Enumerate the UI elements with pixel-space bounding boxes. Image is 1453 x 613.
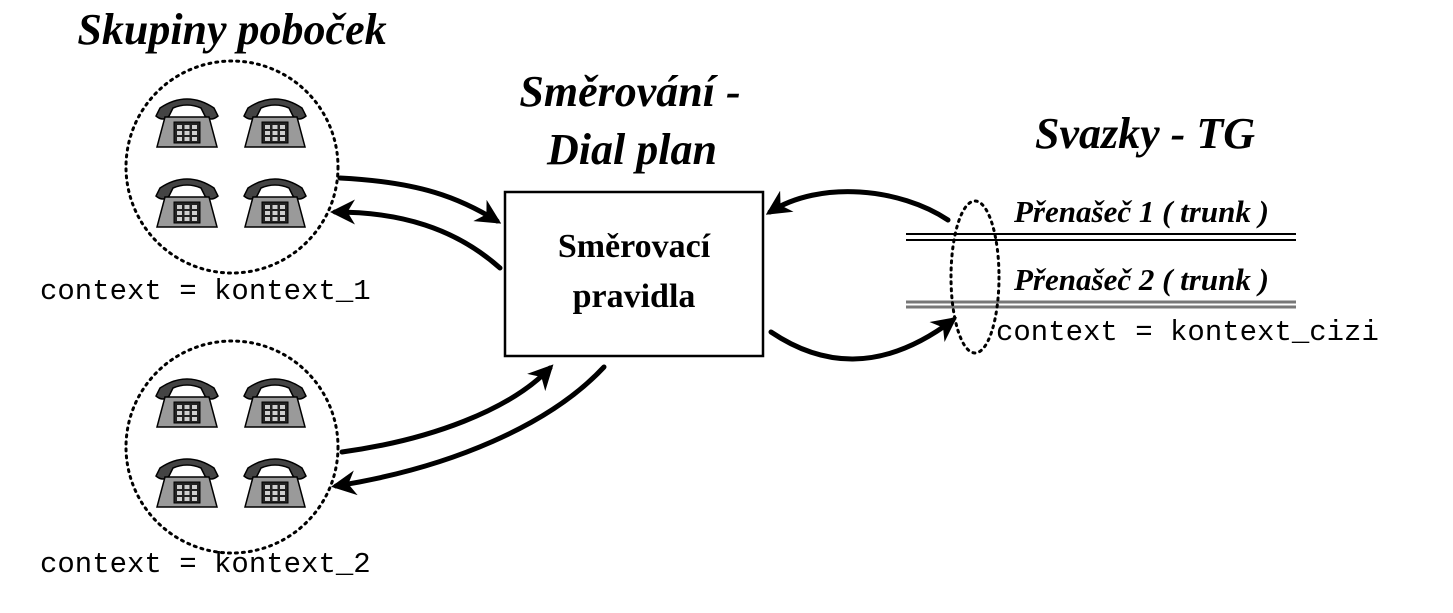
trunk-group: Přenašeč 1 ( trunk ) Přenašeč 2 ( trunk …: [906, 194, 1379, 355]
routing-rules-line2: pravidla: [573, 278, 696, 315]
branch-group-2: context = kontext_2: [40, 339, 371, 581]
telephone-icon: [155, 178, 219, 228]
branch-group-2-context: context = kontext_2: [40, 548, 371, 581]
trunk-1-label: Přenašeč 1 ( trunk ): [1013, 194, 1269, 229]
telephone-icon: [243, 178, 307, 228]
branch-groups-heading: Skupiny poboček: [77, 5, 386, 54]
arrow-group2-to-routing: [339, 364, 554, 455]
arrow-routing-to-group2: [331, 364, 607, 496]
branch-group-2-boundary: [124, 339, 340, 555]
routing-heading-line2: Dial plan: [546, 125, 717, 174]
trunk-context: context = kontext_cizi: [996, 316, 1379, 349]
trunk-2-label: Přenašeč 2 ( trunk ): [1013, 262, 1269, 297]
arrow-routing-to-trunk: [768, 316, 957, 362]
trunk-groups-heading: Svazky - TG: [1035, 109, 1255, 158]
branch-group-1-context: context = kontext_1: [40, 275, 371, 308]
telephone-icon: [155, 458, 219, 508]
telephone-icon: [243, 98, 307, 148]
telephone-icon: [155, 378, 219, 428]
routing-rules-box: Směrovací pravidla: [503, 190, 765, 358]
arrow-group1-to-routing: [337, 175, 502, 224]
arrow-routing-to-group1: [330, 199, 503, 271]
branch-group-1-boundary: [124, 59, 340, 275]
routing-rules-line1: Směrovací: [558, 228, 711, 265]
trunk-group-boundary: [949, 199, 1001, 355]
telephone-icon: [243, 378, 307, 428]
arrow-trunk-to-routing: [765, 189, 951, 223]
telephone-icon: [155, 98, 219, 148]
routing-heading-line1: Směrování -: [519, 67, 740, 116]
telephone-icon: [243, 458, 307, 508]
branch-group-1: context = kontext_1: [40, 59, 371, 308]
